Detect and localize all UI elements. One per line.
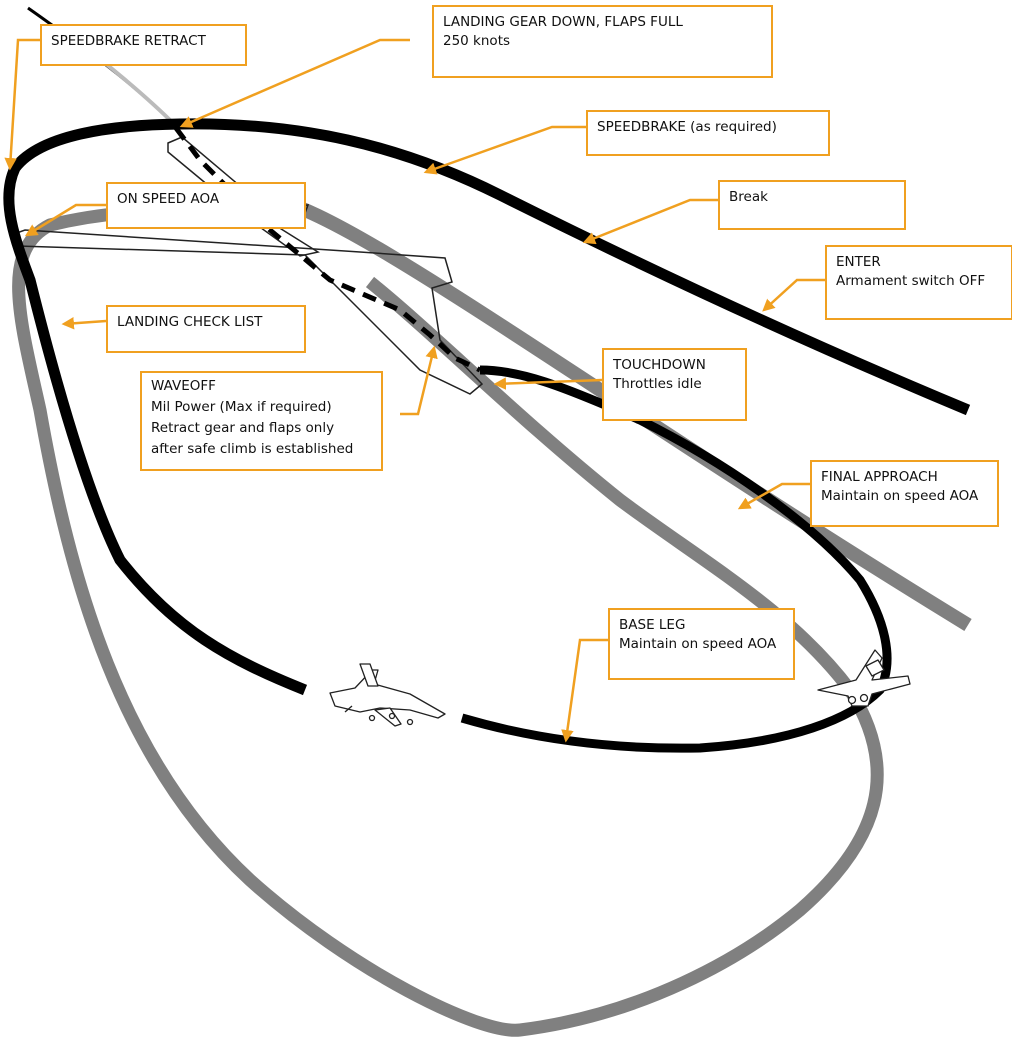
callout-gear-down: LANDING GEAR DOWN, FLAPS FULL 250 knots [432, 5, 773, 78]
callout-final-approach: FINAL APPROACH Maintain on speed AOA [810, 460, 999, 527]
leader-final-approach [737, 482, 810, 510]
callout-waveoff: WAVEOFF Mil Power (Max if required) Retr… [140, 371, 383, 471]
callout-speedbrake-retract: SPEEDBRAKE RETRACT [40, 24, 247, 66]
callout-final-approach-line1: FINAL APPROACH [821, 469, 938, 485]
leader-lines [4, 38, 825, 743]
callout-enter-line1: ENTER [836, 254, 881, 270]
callout-base-leg-line1: BASE LEG [619, 617, 686, 633]
callout-base-leg-line2: Maintain on speed AOA [619, 636, 777, 652]
callout-gear-down-line1: LANDING GEAR DOWN, FLAPS FULL [443, 14, 683, 30]
callout-break: Break [718, 180, 906, 230]
leader-touchdown [493, 377, 603, 390]
callout-waveoff-line2: Mil Power (Max if required) [151, 399, 332, 415]
callout-touchdown-line1: TOUCHDOWN [613, 357, 706, 373]
callout-speedbrake-as-required-line1: SPEEDBRAKE (as required) [597, 119, 777, 135]
callout-waveoff-line4: after safe climb is established [151, 441, 354, 457]
callout-landing-check-list-line1: LANDING CHECK LIST [117, 314, 263, 330]
callout-on-speed-aoa: ON SPEED AOA [106, 182, 306, 229]
leader-speedbrake-as-required [423, 125, 586, 175]
leader-break [582, 198, 718, 245]
leader-enter [762, 278, 825, 312]
callout-speedbrake-as-required: SPEEDBRAKE (as required) [586, 110, 830, 156]
callout-enter-line2: Armament switch OFF [836, 273, 986, 289]
callout-touchdown-line2: Throttles idle [613, 376, 702, 392]
callout-final-approach-line2: Maintain on speed AOA [821, 488, 979, 504]
callout-base-leg: BASE LEG Maintain on speed AOA [608, 608, 795, 680]
callout-landing-check-list: LANDING CHECK LIST [106, 305, 306, 353]
leader-speedbrake-retract [4, 38, 40, 171]
leader-on-speed-aoa [24, 203, 106, 237]
callout-speedbrake-retract-line1: SPEEDBRAKE RETRACT [51, 33, 206, 49]
callout-waveoff-line1: WAVEOFF [151, 378, 216, 394]
callout-on-speed-aoa-line1: ON SPEED AOA [117, 191, 220, 207]
aircraft-base-icon [329, 663, 446, 727]
callout-break-line1: Break [729, 189, 768, 205]
leader-base-leg [561, 638, 608, 743]
leader-gear-down [179, 38, 410, 128]
aircraft-final-icon [817, 649, 911, 707]
callout-waveoff-line3: Retract gear and flaps only [151, 420, 335, 436]
leader-waveoff [400, 345, 438, 416]
callout-enter: ENTER Armament switch OFF [825, 245, 1012, 320]
callout-gear-down-line2: 250 knots [443, 33, 511, 49]
callout-touchdown: TOUCHDOWN Throttles idle [602, 348, 747, 421]
leader-landing-check-list [61, 317, 107, 330]
